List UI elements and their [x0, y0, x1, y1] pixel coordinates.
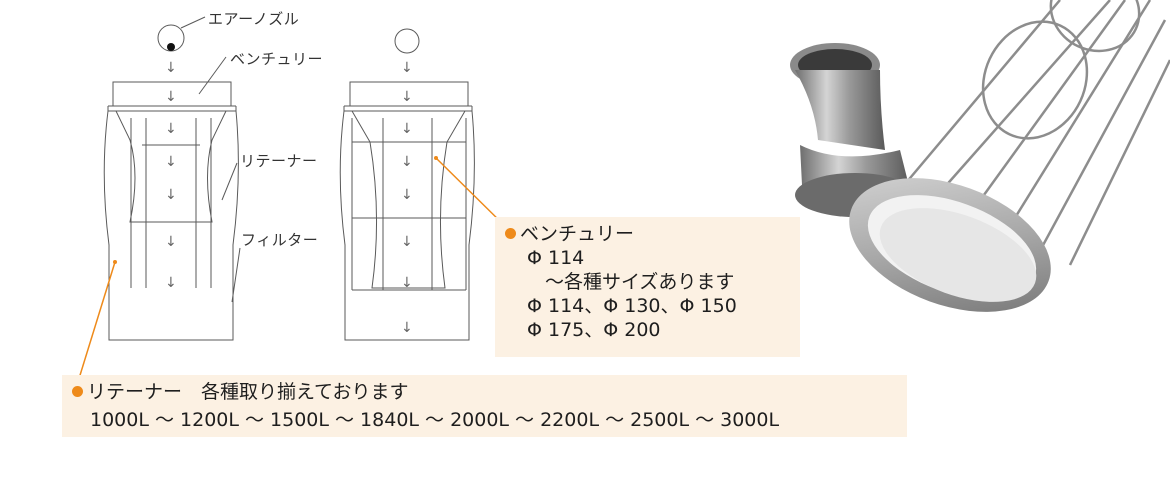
- svg-text:↓: ↓: [401, 121, 413, 137]
- svg-text:↓: ↓: [401, 275, 413, 291]
- bullet-dot-icon: [72, 386, 83, 397]
- air-nozzle-jet: [167, 43, 175, 51]
- venturi-size-line-2: 〜各種サイズあります: [505, 270, 737, 294]
- right-assembly: ↓ ↓ ↓ ↓ ↓ ↓ ↓ ↓: [340, 29, 474, 340]
- svg-text:↓: ↓: [165, 121, 177, 137]
- product-photo: [780, 0, 1170, 340]
- retainer-info-box: リテーナー 各種取り揃えております 1000L 〜 1200L 〜 1500L …: [62, 375, 907, 437]
- svg-text:↓: ↓: [165, 187, 177, 203]
- label-filter: フィルター: [241, 229, 318, 250]
- svg-text:↓: ↓: [401, 187, 413, 203]
- filter-bag-right: [340, 111, 474, 340]
- svg-text:↓: ↓: [165, 234, 177, 250]
- svg-text:↓: ↓: [165, 154, 177, 170]
- leader-retainer: [222, 163, 237, 200]
- svg-text:↓: ↓: [165, 89, 177, 105]
- svg-text:↓: ↓: [401, 60, 413, 76]
- retainer-box-title-row: リテーナー 各種取り揃えております: [72, 380, 779, 404]
- svg-text:↓: ↓: [165, 275, 177, 291]
- air-nozzle-right: [395, 29, 419, 53]
- leader-air-nozzle: [181, 17, 205, 28]
- svg-text:↓: ↓: [401, 89, 413, 105]
- venturi-box-title: ベンチュリー: [520, 223, 634, 245]
- label-retainer: リテーナー: [240, 150, 318, 171]
- left-assembly: ↓ ↓ ↓ ↓ ↓ ↓ ↓: [104, 25, 238, 340]
- svg-text:↓: ↓: [401, 234, 413, 250]
- svg-text:↓: ↓: [401, 154, 413, 170]
- retainer-box-title: リテーナー 各種取り揃えております: [87, 381, 408, 403]
- retainer-sizes: 1000L 〜 1200L 〜 1500L 〜 1840L 〜 2000L 〜 …: [72, 408, 779, 432]
- venturi-box-title-row: ベンチュリー: [505, 222, 737, 246]
- venturi-info-box: ベンチュリー Φ 114 〜各種サイズあります Φ 114、Φ 130、Φ 15…: [495, 217, 800, 357]
- svg-text:↓: ↓: [165, 60, 177, 76]
- label-air-nozzle: エアーノズル: [208, 8, 299, 29]
- venturi-size-line-3: Φ 114、Φ 130、Φ 150: [505, 294, 737, 318]
- venturi-size-line-1: Φ 114: [505, 246, 737, 270]
- svg-text:↓: ↓: [401, 320, 413, 336]
- leader-venturi: [199, 57, 226, 94]
- bullet-dot-icon: [505, 228, 516, 239]
- label-venturi: ベンチュリー: [230, 48, 323, 69]
- venturi-size-line-4: Φ 175、Φ 200: [505, 318, 737, 342]
